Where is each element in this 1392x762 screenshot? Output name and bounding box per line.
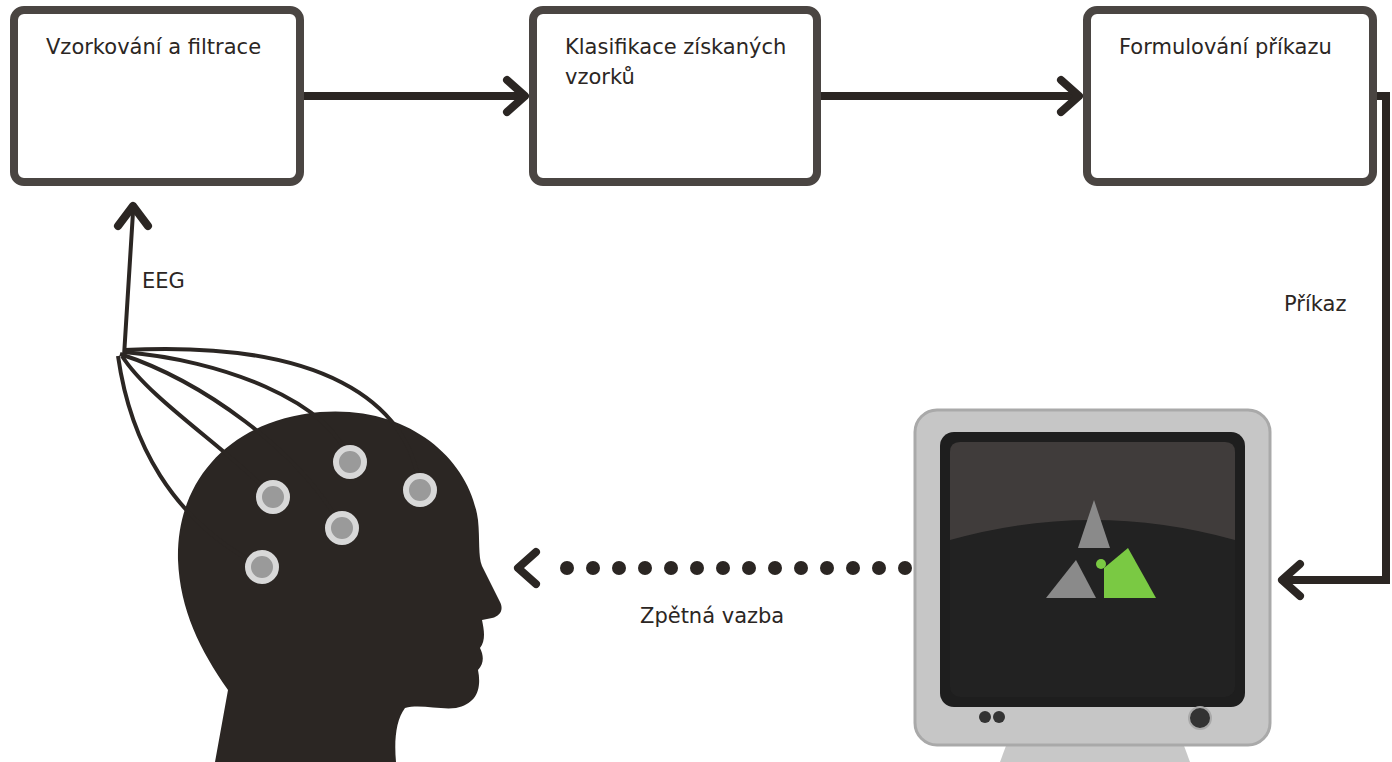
monitor [915, 410, 1270, 762]
head-silhouette [178, 411, 502, 762]
command-arrow-head [1282, 564, 1300, 596]
electrodes [248, 448, 434, 581]
electrode-wires [118, 212, 420, 567]
process-box: Formulování příkazu [1083, 6, 1377, 186]
signal-label: EEG [140, 268, 187, 294]
box-text: Formulování příkazu [1119, 32, 1349, 62]
signal-label: Příkaz [1282, 291, 1348, 317]
process-box: Klasifikace získaných vzorků [529, 6, 821, 186]
signal-label: Zpětná vazba [638, 603, 786, 629]
flow-arrow [821, 80, 1079, 112]
flow-arrow [304, 80, 525, 112]
feedback-dots [560, 561, 912, 575]
eeg-arrow-head [118, 206, 148, 226]
process-box: Vzorkování a filtrace [10, 6, 304, 186]
box-text: Vzorkování a filtrace [46, 32, 276, 62]
feedback-arrow-head [518, 552, 536, 584]
box-text: Klasifikace získaných vzorků [565, 32, 793, 92]
